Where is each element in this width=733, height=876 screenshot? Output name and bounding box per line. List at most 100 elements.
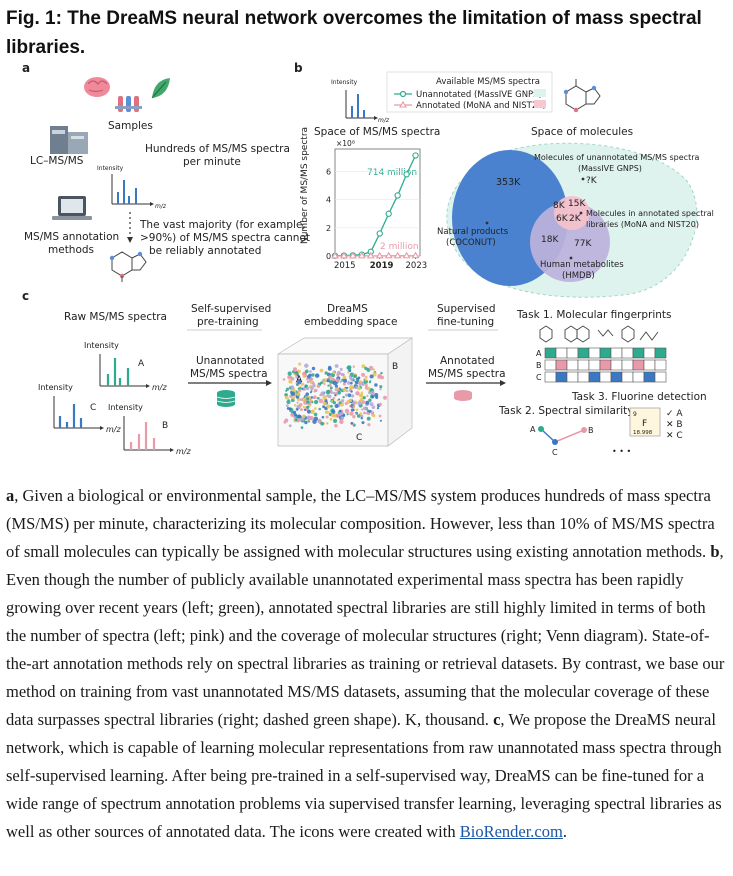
embedding-point [331,400,334,403]
embedding-point [366,416,371,421]
embedding-point [358,381,361,385]
embedding-point [288,424,292,428]
embedding-point [302,374,306,378]
embedding-point [374,383,378,387]
venn-n77: 77K [574,239,592,249]
legend-title: Available MS/MS spectra [436,77,540,87]
chart-point [357,251,366,259]
embedding-point [355,391,360,396]
venn-human-metabolites [530,202,610,282]
embedding-point [330,404,333,408]
embedding-point [365,412,369,415]
chart-point [403,171,410,178]
raw-spectra-label: Raw MS/MS spectra [64,311,167,323]
chart-point [348,251,357,259]
embedding-point [293,413,298,417]
chart-xtick: 2023 [406,261,428,271]
embedding-point [310,377,314,381]
embedding-point [350,408,355,412]
chart-point [366,251,375,259]
venn-human-label2: (HMDB) [562,271,595,281]
embedding-point [291,370,295,374]
test-tubes-icon [115,96,142,112]
embedding-point [361,400,366,405]
embedding-point [353,374,357,379]
svg-text:m/z: m/z [155,203,167,210]
annot-line1: Annotated [440,355,495,367]
fingerprint-cell [588,347,601,359]
fingerprint-molecules [539,325,659,343]
embedding-point [300,417,305,421]
legend-annotated: Annotated (MoNA and NIST20) [416,101,546,111]
embedding-point [320,421,324,426]
fingerprint-cell [566,371,579,383]
embedding-point [338,401,342,404]
embedding-point [338,398,341,401]
embedding-point [282,378,286,381]
embedding-point [361,364,366,369]
embedding-point [307,420,311,423]
embedding-point [342,387,347,392]
fluorine-b: ✕ B [666,420,683,430]
embedding-point [378,402,382,407]
embedding-point [305,369,309,374]
biorender-link[interactable]: BioRender.com [459,822,563,841]
fingerprint-cell [621,347,634,359]
fingerprint-cell [610,371,623,383]
embedding-point [364,366,368,371]
embedding-point [344,401,348,406]
figure-graphic: a Samples LC–MS/MS Hundreds of MS/MS [22,62,714,457]
embedding-point [312,383,316,388]
database-icon-green [216,390,236,407]
unannot-line1: Unannotated [196,355,264,367]
embedding-point [379,385,383,389]
embedding-point [376,406,380,410]
embedding-point [366,394,369,398]
fingerprint-cell [643,371,656,383]
caption-b-label: b [710,542,720,561]
embedding-point [335,378,340,383]
embedding-point [294,418,298,422]
fingerprint-cell [544,371,557,383]
embedding-point [344,408,350,414]
embedding-point [343,378,348,383]
venn-annotated-label1: Molecules in annotated spectral [586,209,714,218]
embedding-point [320,391,325,396]
embedding-point [348,398,353,403]
spectrum-b: Intensity B m/z [108,403,191,456]
fingerprint-cell [621,359,634,371]
samples-label: Samples [108,120,153,132]
embedding-point [379,388,382,391]
chart-ytick: 0 [326,252,331,261]
space-of-spectra: Space of MS/MS spectra [314,126,440,138]
venn-annotated-label2: libraries (MoNA and NIST20) [586,220,699,229]
svg-text:Intensity: Intensity [84,341,119,350]
annot-line2: MS/MS spectra [428,368,506,380]
chart-legend: Available MS/MS spectra Unannotated (Mas… [386,71,553,113]
svg-text:Intensity: Intensity [108,403,143,412]
embedding-point [316,396,320,400]
fingerprint-cell [555,371,568,383]
chart-point [331,251,339,259]
task3-label: Task 3. Fluorine detection [571,391,707,403]
embedding-point [314,399,319,405]
embedding-point [346,413,349,416]
legend-unannotated-swatch [534,89,546,97]
svg-text:m/z: m/z [378,117,390,124]
embedding-point [298,388,302,393]
lcms-machine-icon [50,126,88,154]
embedding-point [369,402,374,407]
embedding-point [333,418,338,423]
fp-row-c: C [536,373,542,382]
embedding-point [285,387,290,391]
venn-natural-label2: (COCONUT) [446,238,496,248]
fingerprint-cell [632,347,645,359]
fingerprint-cell [555,347,568,359]
figure-caption: a, Given a biological or environmental s… [6,482,728,846]
embedding-point [305,378,309,381]
embedding-point [327,384,330,387]
fingerprint-cell [654,347,667,359]
embedding-point [290,413,295,417]
embedding-point [306,380,310,384]
